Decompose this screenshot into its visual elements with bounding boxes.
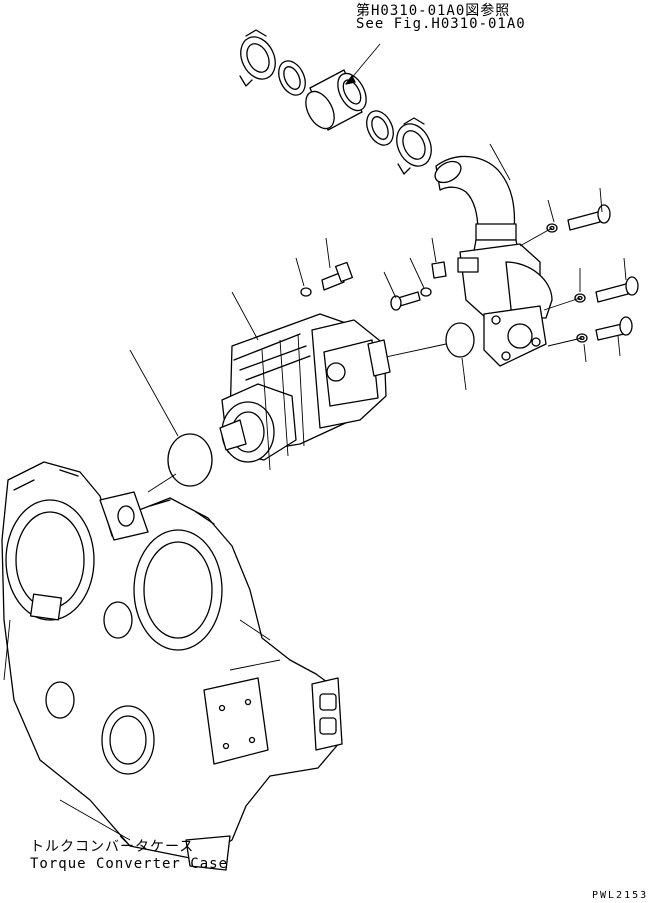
bolt-low-right xyxy=(595,316,633,341)
hose-clamp-right xyxy=(396,117,432,175)
bolt-upper-centre xyxy=(321,261,354,291)
hydraulic-pump xyxy=(219,313,391,471)
leader-case xyxy=(119,835,131,847)
bolt-top-right xyxy=(567,204,611,231)
o-ring-left xyxy=(167,433,213,487)
washer-centre xyxy=(420,287,432,297)
outlet-housing xyxy=(457,243,553,367)
leader-pump xyxy=(231,291,259,341)
torque-converter-case xyxy=(1,461,343,871)
case-label-english: Torque Converter Case xyxy=(30,856,229,872)
drawing-code: PWL2153 xyxy=(592,890,649,901)
bolt-mid-right xyxy=(595,276,639,303)
case-label-japanese: トルクコンバータケース xyxy=(30,839,195,855)
hose-ring-right xyxy=(366,110,394,146)
washer-upper-centre xyxy=(300,287,312,297)
hose-clamp-left xyxy=(239,29,276,87)
reference-japanese: 第H0310-01A0図参照 xyxy=(356,3,511,19)
hose-ring-left xyxy=(278,60,306,96)
leader-hose xyxy=(349,43,381,81)
bolt-centre xyxy=(390,291,421,311)
leader-arrow xyxy=(345,75,356,85)
washer-top-right xyxy=(546,223,558,233)
small-bracket xyxy=(431,261,447,279)
hose xyxy=(305,69,367,131)
o-ring-right xyxy=(445,322,475,358)
reference-english: See Fig.H0310-01A0 xyxy=(356,16,526,32)
